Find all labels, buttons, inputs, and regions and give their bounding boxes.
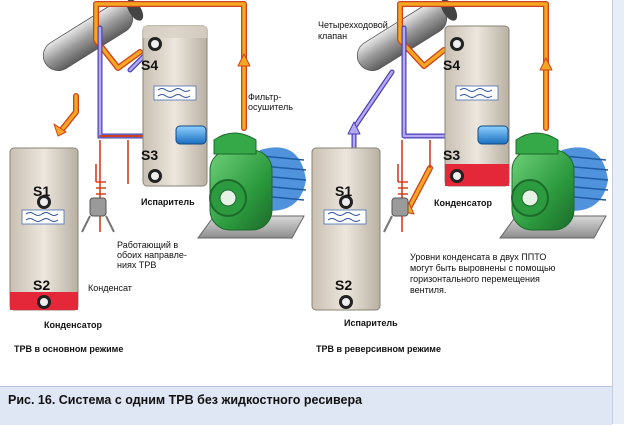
expansion-valve-right: [383, 140, 431, 233]
hot-lines-right: [397, 1, 553, 215]
four-way-valve-left: [42, 0, 144, 71]
plate-heat-exchanger-lower-left: [9, 147, 79, 311]
condenser-label-right: Конденсатор: [434, 198, 492, 208]
heat-pump-diagrams: S4 S3 S1 S2 Фильтр- осушитель Испаритель…: [9, 0, 609, 354]
trv-note-l3: ниях ТРВ: [117, 260, 156, 270]
four-way-valve-label-l2: клапан: [318, 31, 347, 41]
port-s1-right: S1: [335, 183, 352, 199]
port-s4-right: S4: [443, 57, 460, 73]
port-s3-left: S3: [141, 147, 158, 163]
filter-drier-label-l2: осушитель: [248, 102, 293, 112]
expansion-valve-left: [81, 140, 129, 233]
plate-heat-exchanger-lower-right: [311, 147, 381, 311]
compressor-right: [499, 132, 609, 239]
evaporator-label-left: Испаритель: [141, 197, 195, 207]
mode-label-right: ТРВ в реверсивном режиме: [316, 344, 441, 354]
filter-drier-right: [477, 125, 509, 145]
plate-heat-exchanger-upper-left: [142, 25, 208, 187]
left-labels: S4 S3 S1 S2 Фильтр- осушитель Испаритель…: [14, 57, 293, 354]
port-s3-right: S3: [443, 147, 460, 163]
compressor-left: [197, 132, 307, 239]
four-way-valve-label-l1: Четырехходовой: [318, 20, 388, 30]
filter-drier-label-l1: Фильтр-: [248, 92, 281, 102]
port-s2-right: S2: [335, 277, 352, 293]
trv-note-l2: обоих направле-: [117, 250, 187, 260]
port-s1-left: S1: [33, 183, 50, 199]
port-s4-left: S4: [141, 57, 158, 73]
plate-heat-exchanger-upper-right: [444, 25, 510, 187]
note-l3: горизонтального перемещения: [410, 274, 540, 284]
left-diagram: S4 S3 S1 S2 Фильтр- осушитель Испаритель…: [9, 0, 307, 354]
filter-drier-left: [175, 125, 207, 145]
page-edge: [612, 0, 624, 424]
caption-band: [0, 386, 612, 425]
right-diagram: S4 S3 S1 S2 Четырехходовой клапан Конден…: [311, 0, 609, 354]
condenser-label-left: Конденсатор: [44, 320, 102, 330]
port-s2-left: S2: [33, 277, 50, 293]
hot-lines-left: [53, 1, 251, 137]
note-l4: вентиля.: [410, 285, 446, 295]
trv-note-l1: Работающий в: [117, 240, 178, 250]
note-l1: Уровни конденсата в двух ППТО: [410, 252, 546, 262]
mode-label-left: ТРВ в основном режиме: [14, 344, 123, 354]
right-labels: S4 S3 S1 S2 Четырехходовой клапан Конден…: [316, 20, 556, 354]
evaporator-label-right: Испаритель: [344, 318, 398, 328]
note-l2: могут быть выровнены с помощью: [410, 263, 556, 273]
figure-caption: Рис. 16. Система с одним ТРВ без жидкост…: [8, 393, 363, 407]
condensate-label: Конденсат: [88, 283, 132, 293]
